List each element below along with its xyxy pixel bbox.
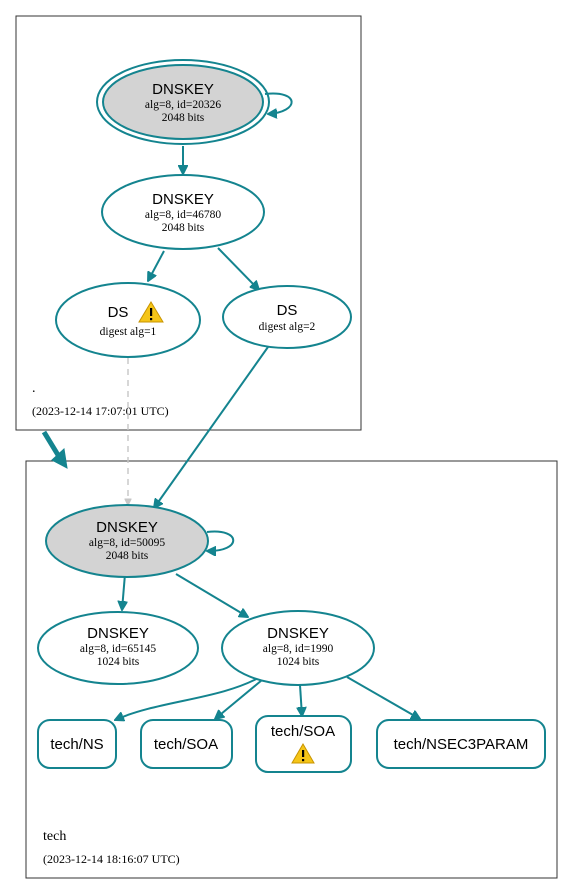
node-ellipse xyxy=(101,174,265,250)
node-label: tech/NS xyxy=(50,736,103,753)
node-ds-digest2: DS digest alg=2 xyxy=(222,285,352,349)
node-label: tech/SOA xyxy=(271,723,335,740)
edge-root-zsk-to-ds2 xyxy=(217,247,259,290)
node-line1: alg=8, id=1990 xyxy=(263,643,334,655)
warning-icon xyxy=(291,743,315,764)
node-tech-key-65145: DNSKEY alg=8, id=65145 1024 bits xyxy=(37,611,199,685)
node-outer-ring xyxy=(96,59,270,145)
node-title: DS xyxy=(277,302,298,319)
node-line2: 2048 bits xyxy=(162,112,205,124)
node-label: tech/SOA xyxy=(154,736,218,753)
node-title: DS xyxy=(108,304,129,321)
node-title: DNSKEY xyxy=(267,625,329,642)
node-line1: alg=8, id=50095 xyxy=(89,537,165,549)
node-title: DNSKEY xyxy=(96,519,158,536)
edge-zsk-to-soa-warn xyxy=(300,684,302,716)
node-line1: alg=8, id=20326 xyxy=(145,99,221,111)
node-rr-ns: tech/NS xyxy=(37,719,117,769)
edge-tech-ksk-to-65145 xyxy=(122,573,125,610)
edge-zsk-to-soa xyxy=(215,679,263,719)
delegation-arrowhead xyxy=(51,448,68,469)
node-line1: alg=8, id=46780 xyxy=(145,209,221,221)
node-ds-digest1: DS digest alg=1 xyxy=(55,282,201,358)
zone-timestamp-tech: (2023-12-14 18:16:07 UTC) xyxy=(43,852,180,866)
node-box xyxy=(140,719,233,769)
node-ellipse xyxy=(221,610,375,686)
node-box xyxy=(37,719,117,769)
node-title: DNSKEY xyxy=(87,625,149,642)
node-box xyxy=(376,719,546,769)
node-line2: 1024 bits xyxy=(97,656,140,668)
node-rr-soa-warning: tech/SOA xyxy=(255,715,352,773)
node-label: tech/NSEC3PARAM xyxy=(394,736,529,753)
zone-box-tech xyxy=(25,460,558,879)
node-tech-zsk: DNSKEY alg=8, id=1990 1024 bits xyxy=(221,610,375,686)
node-ellipse xyxy=(55,282,201,358)
zone-name-root: . xyxy=(32,381,36,396)
edge-zsk-to-nsec3param xyxy=(346,676,420,719)
edge-zsk-to-ns xyxy=(115,675,263,720)
node-rr-soa: tech/SOA xyxy=(140,719,233,769)
node-ellipse xyxy=(37,611,199,685)
warning-icon xyxy=(138,301,164,323)
node-title: DNSKEY xyxy=(152,81,214,98)
edge-root-zsk-to-ds1 xyxy=(148,250,165,281)
zone-name-tech: tech xyxy=(43,829,66,844)
node-title: DNSKEY xyxy=(152,191,214,208)
zone-timestamp-root: (2023-12-14 17:07:01 UTC) xyxy=(32,404,169,418)
zone-box-root xyxy=(15,15,362,431)
node-line1: alg=8, id=65145 xyxy=(80,643,156,655)
node-root-ksk: DNSKEY alg=8, id=20326 2048 bits xyxy=(96,59,270,145)
edge-tech-ksk-to-zsk xyxy=(175,573,248,617)
node-line2: 2048 bits xyxy=(106,550,149,562)
node-line2: 2048 bits xyxy=(162,222,205,234)
node-rr-nsec3param: tech/NSEC3PARAM xyxy=(376,719,546,769)
node-ellipse xyxy=(222,285,352,349)
self-loop-root-ksk xyxy=(264,92,293,114)
node-ellipse xyxy=(45,504,209,578)
node-tech-ksk: DNSKEY alg=8, id=50095 2048 bits xyxy=(45,504,209,578)
delegation-edge xyxy=(41,430,61,457)
node-line1: digest alg=1 xyxy=(100,326,157,338)
node-line2: 1024 bits xyxy=(277,656,320,668)
edge-ds2-to-tech-ksk xyxy=(154,346,269,508)
node-root-zsk: DNSKEY alg=8, id=46780 2048 bits xyxy=(101,174,265,250)
node-line1: digest alg=2 xyxy=(259,321,316,333)
self-loop-tech-ksk xyxy=(207,530,235,551)
node-inner-ring xyxy=(102,64,264,140)
